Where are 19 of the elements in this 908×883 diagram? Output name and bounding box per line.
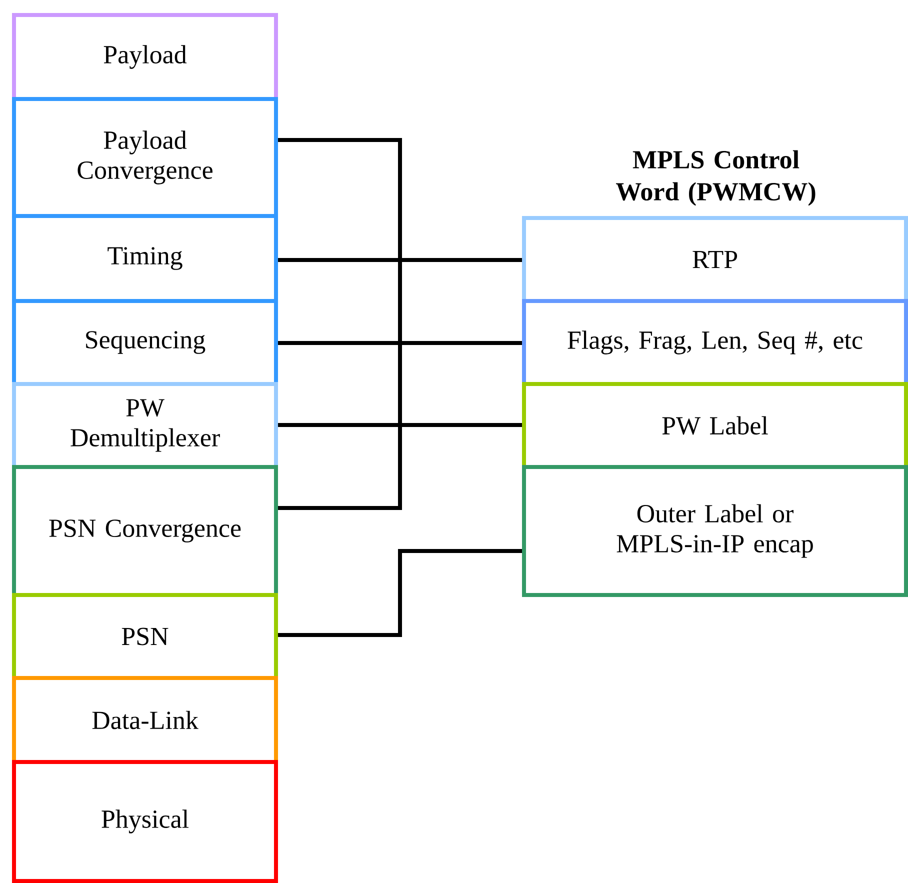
layer-box: PW Label	[522, 382, 908, 469]
layer-box: PSN Convergence	[12, 465, 278, 597]
layer-box: Timing	[12, 214, 278, 303]
layer-box: Payload	[12, 13, 278, 101]
layer-box: Data-Link	[12, 676, 278, 764]
layer-box: PSN	[12, 593, 278, 680]
layer-box: Sequencing	[12, 299, 278, 386]
connector-line	[278, 423, 522, 427]
layer-box: Flags, Frag, Len, Seq #, etc	[522, 299, 908, 386]
layer-box: PW Demultiplexer	[12, 382, 278, 469]
layer-box: Payload Convergence	[12, 97, 278, 218]
layer-box: Physical	[12, 760, 278, 883]
layer-box: RTP	[522, 216, 908, 303]
layer-box: Outer Label or MPLS-in-IP encap	[522, 465, 908, 597]
connector-line	[278, 341, 522, 345]
connector-line	[278, 138, 402, 510]
heading: MPLS Control Word (PWMCW)	[616, 150, 816, 206]
connector-line	[278, 258, 522, 262]
connector-line	[278, 549, 522, 637]
